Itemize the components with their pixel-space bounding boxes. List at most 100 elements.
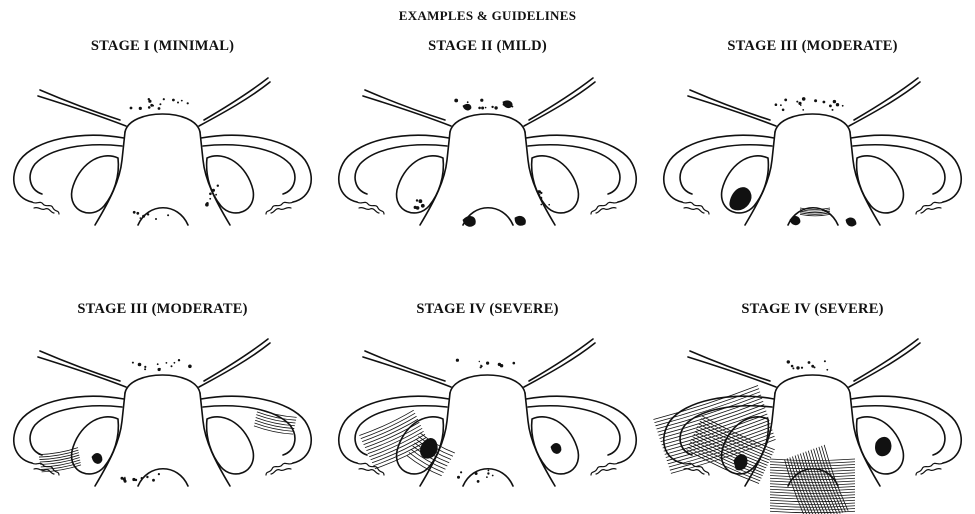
endometriosis-implant [457, 476, 460, 479]
round-ligament-left [365, 90, 445, 120]
endometriosis-implant [775, 103, 778, 106]
round-ligament-right [849, 343, 920, 387]
endometriosis-implant [833, 100, 836, 103]
endometriosis-implant [148, 98, 150, 100]
endometriosis-implant [157, 363, 159, 365]
endometriosis-implant [159, 368, 161, 370]
uterus-diagram-stage-3 [650, 0, 975, 255]
endometriosis-implant [181, 100, 183, 102]
adhesion-line [770, 509, 855, 511]
adhesion-line [770, 459, 855, 461]
adhesion-line [362, 416, 417, 443]
endometriosis-implant [205, 203, 209, 207]
stage-panel-2: STAGE II (MILD) [325, 0, 650, 255]
fallopian-tube-right [853, 145, 945, 194]
endometriosis-implant [133, 211, 136, 214]
fimbria-right [921, 469, 941, 474]
endometriosis-implant [486, 362, 489, 365]
tubal-adhesions-left [39, 448, 82, 474]
endometriosis-implant [487, 472, 489, 474]
endometriosis-implant [121, 477, 124, 480]
endometriosis-implant [416, 199, 418, 201]
fallopian-tube-right [528, 406, 620, 455]
endometriosis-implant [421, 204, 425, 208]
endometriosis-implant [481, 107, 484, 110]
endometriosis-implant [152, 479, 155, 482]
stage-panel-1: STAGE I (MINIMAL) [0, 0, 325, 255]
endometriosis-implant [791, 365, 794, 368]
ovarian-adhesions-left [359, 410, 430, 470]
fallopian-tube-left [355, 145, 447, 194]
endometriosis-implant [150, 104, 153, 107]
round-ligament-left [363, 357, 451, 387]
adhesion-line [359, 410, 414, 437]
endometriosis-implant [782, 109, 785, 112]
endometriosis-implant [478, 107, 481, 110]
cul-de-sac [138, 469, 188, 486]
round-ligament-left [688, 96, 776, 126]
endometriosis-implant [174, 362, 176, 364]
endometriosis-implant [135, 479, 137, 481]
stage-panel-6: STAGE IV (SEVERE) [650, 259, 975, 514]
endometriosis-implant [144, 368, 146, 370]
implant-lesion [463, 217, 475, 227]
endometrioma-left [730, 187, 751, 210]
tubal-adhesions-right [254, 409, 297, 436]
endometriosis-implant [491, 106, 493, 108]
endometriosis-implant [486, 476, 488, 478]
endometriosis-implant [209, 193, 212, 196]
endometriosis-implant [148, 106, 151, 109]
endometriosis-implant [485, 107, 487, 109]
endometriosis-implant [454, 99, 458, 103]
endometriosis-implant [538, 190, 541, 193]
endometriosis-implant [829, 105, 832, 108]
fimbria-right [596, 469, 616, 474]
endometriosis-implant [209, 198, 211, 200]
endometrioma-left [734, 454, 747, 470]
cul-de-sac [138, 208, 188, 225]
endometriosis-implant [142, 215, 145, 218]
ovary-right [532, 156, 579, 213]
endometriosis-implant [796, 366, 799, 369]
fallopian-tube-left [30, 406, 122, 455]
endometriosis-implant [177, 102, 179, 104]
endometriosis-implant [144, 366, 146, 368]
endometriosis-implant [172, 99, 175, 102]
endometriosis-implant [414, 206, 417, 209]
endometriosis-implant [480, 366, 482, 368]
endometriosis-implant [513, 362, 516, 365]
round-ligament-right [854, 339, 918, 381]
endometriosis-implant [212, 189, 215, 192]
implant-lesion [790, 216, 800, 224]
round-ligament-right [524, 82, 595, 126]
round-ligament-left [38, 357, 126, 387]
endometriosis-implant [214, 196, 216, 198]
endometriosis-implant [540, 204, 542, 206]
endometriosis-implant [539, 194, 540, 195]
ovary-right [207, 156, 254, 213]
fallopian-tube-right [203, 145, 295, 194]
round-ligament-left [40, 351, 120, 381]
ovary-left [72, 156, 119, 213]
endometriosis-implant [477, 480, 480, 483]
uterus-diagram-stage-4-extensive [650, 259, 975, 514]
uterus-fundus [450, 114, 525, 132]
endometriosis-implant [823, 101, 826, 104]
fallopian-tube-right [528, 145, 620, 194]
implant-lesion [92, 453, 102, 463]
endometriosis-implant [798, 102, 801, 105]
implant-lesion [503, 101, 512, 108]
endometriosis-implant [163, 98, 165, 100]
fallopian-tube-right [853, 406, 945, 455]
endometriosis-implant [146, 476, 148, 478]
endometriosis-implant [475, 472, 478, 475]
endometriosis-implant [479, 361, 480, 362]
ovary-right [207, 417, 254, 474]
endometriosis-implant [498, 363, 501, 366]
endometriosis-implant [155, 218, 157, 220]
endometriosis-implant [158, 107, 161, 110]
round-ligament-left [40, 90, 120, 120]
round-ligament-left [690, 90, 770, 120]
endometriosis-implant [136, 212, 139, 215]
endometriosis-implant [158, 473, 160, 475]
